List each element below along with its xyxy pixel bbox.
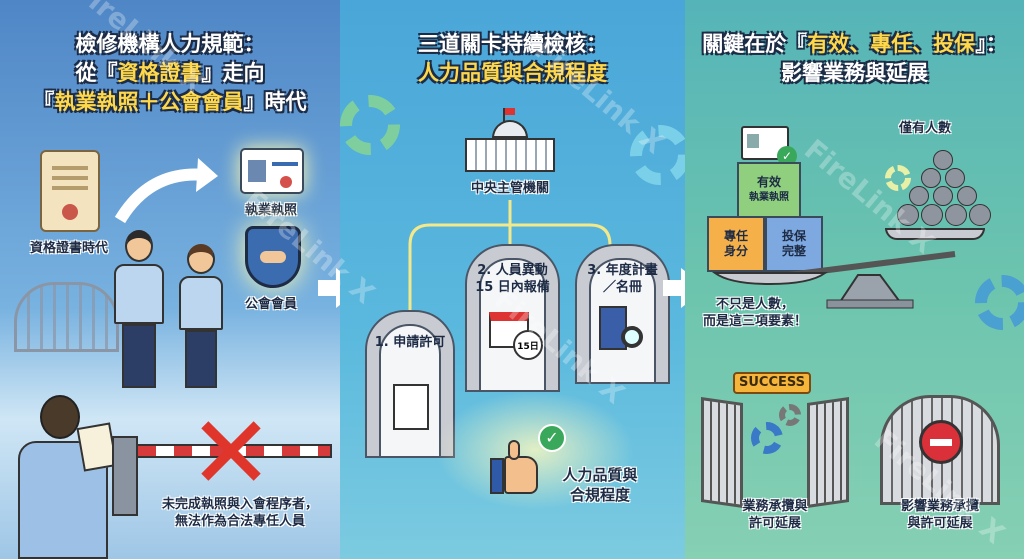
panel2-title: 三道關卡持續檢核： 人力品質與合規程度 [340,30,685,88]
warning-line: 無法作為合法專任人員 [174,514,305,529]
check-badge-icon: ✓ [777,146,797,166]
scroll-certificate-icon [40,150,100,232]
thumbs-up-icon [490,440,540,495]
c: 身分 [723,244,748,258]
gate3-label: 3. 年度計畫 ／名冊 [577,262,668,296]
checkpoint-gate-3[interactable]: 3. 年度計畫 ／名冊 [575,244,670,384]
arrow-shaft [663,280,683,296]
gear-icon [779,404,801,426]
gate-left-icon [14,282,119,352]
gear-icon [630,125,690,185]
panel-key-factors: 關鍵在於『有效、專任、投保』： 影響業務與延展 ✓ 有效執業執照 專任身分 投保… [685,0,1024,559]
result-label: 人力品質與 合規程度 [545,465,655,505]
t: 』走向 [201,61,265,85]
c: 影響業務承攬 [900,499,979,514]
title-line: 從『資格證書』走向 [0,59,340,88]
no-entry-sign-icon [919,420,963,464]
stamped-document-icon [393,384,429,430]
g: 15 日內報備 [475,280,550,295]
handshake-shield-icon [245,226,301,288]
o: 許可延展 [748,516,801,531]
t: 』時代 [243,90,307,114]
t: 『 [33,90,55,114]
c: 與許可延展 [907,516,973,531]
headcount-only-label: 僅有人數 [898,121,951,136]
note-text: 不只是人數， 而是這三項要素！ [695,296,815,330]
t-hl: 有效、專任、投保 [807,32,976,56]
barrier-post [112,436,138,516]
t-hl: 執業執照＋公會會員 [54,90,244,114]
c: 執業執照 [749,192,789,203]
cube-insurance-complete: 投保完整 [765,216,823,272]
title-line: 檢修機構人力規範： [75,32,265,56]
male-worker-figure [110,230,168,390]
o: 業務承攬與 [742,499,808,514]
n: 而是這三項要素！ [702,314,807,329]
c: 專任 [723,229,748,243]
t-hl: 資格證書 [117,61,202,85]
c: 投保 [781,229,806,243]
central-authority-label: 中央主管機關 [470,181,549,196]
magnifier-icon [621,326,643,348]
guild-member-label: 公會會員 [244,297,297,312]
red-x-icon [200,420,261,481]
cube-valid-license: 有效執業執照 [737,162,801,218]
open-gate-right-door [807,397,849,508]
certificate-era-label: 資格證書時代 [29,241,108,256]
warning-line: 未完成執照與入會程序者， [161,497,318,512]
title-line: 關鍵在於『有效、專任、投保』： [685,30,1024,59]
n: 不只是人數， [715,297,794,312]
open-gate-left-door [701,397,743,508]
license-card-icon [240,148,304,194]
r: 人力品質與 [562,466,638,484]
checkpoint-gate-2[interactable]: 2. 人員異動 15 日內報備 15日 [465,244,560,392]
gear-icon [340,95,400,155]
title-line: 三道關卡持續檢核： [418,32,607,56]
title-line: 『執業執照＋公會會員』時代 [0,88,340,117]
right-pan [885,228,985,240]
crowd-icon [895,150,991,230]
gear-icon [885,165,911,191]
t: 從『 [75,61,118,85]
gate1-label: 1. 申請許可 [374,335,446,350]
gate2-label: 2. 人員異動 15 日內報備 [467,262,558,296]
check-badge-icon: ✓ [538,424,566,452]
balance-scale-icon [711,251,956,309]
female-worker-figure [175,244,227,390]
government-building-icon [465,108,555,172]
c: 有效 [756,175,781,189]
license-label: 執業執照 [244,203,297,218]
c: 完整 [781,244,806,258]
g: ／名冊 [602,280,642,295]
g: 2. 人員異動 [477,263,548,278]
panel3-title: 關鍵在於『有效、專任、投保』： 影響業務與延展 [685,30,1024,88]
g: 3. 年度計畫 [587,263,658,278]
cube-fulltime-status: 專任身分 [707,216,765,272]
warning-text: 未完成執照與入會程序者， 無法作為合法專任人員 [140,496,340,530]
gear-icon [751,422,783,454]
r: 合規程度 [569,486,630,504]
open-gate-label: 業務承攬與許可延展 [715,498,835,532]
t: 』： [975,32,1007,56]
inspector-figure [18,395,118,559]
connector-lines [408,200,612,315]
t: 關鍵在於『 [702,32,808,56]
title-line: 影響業務與延展 [781,61,928,85]
title-line-highlight: 人力品質與合規程度 [418,61,607,85]
closed-gate-label: 影響業務承攬與許可延展 [870,498,1010,532]
panel-certification-era: 檢修機構人力規範： 從『資格證書』走向 『執業執照＋公會會員』時代 資格證書時代… [0,0,340,559]
curved-arrow-icon [114,158,218,224]
panel-three-checkpoints: 三道關卡持續檢核： 人力品質與合規程度 中央主管機關 1. 申請許可 2. 人員… [340,0,690,559]
stopwatch-icon: 15日 [513,330,543,360]
success-banner: SUCCESS [733,372,811,394]
arrow-shaft [318,280,338,296]
panel1-title: 檢修機構人力規範： 從『資格證書』走向 『執業執照＋公會會員』時代 [0,30,340,117]
